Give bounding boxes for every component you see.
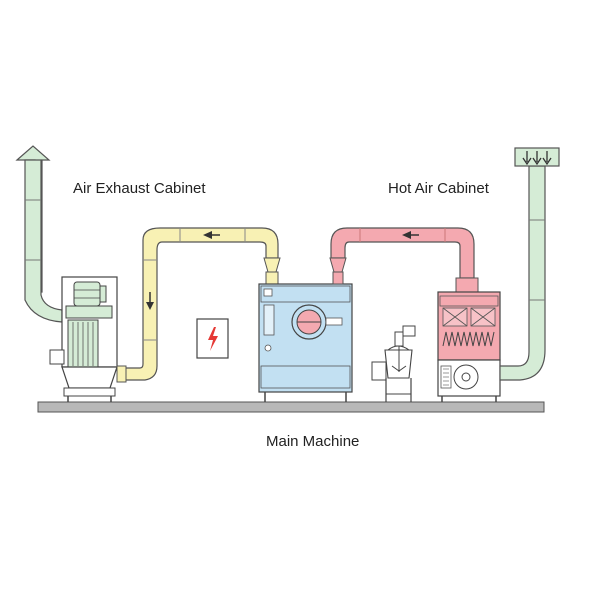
electric-hazard-icon <box>208 327 218 351</box>
down-arrow-icon <box>522 151 532 166</box>
air-exhaust-cabinet <box>49 276 118 402</box>
exhaust-duct <box>116 227 281 383</box>
main-machine-label: Main Machine <box>266 433 359 450</box>
hot-air-cabinet-label: Hot Air Cabinet <box>388 180 490 197</box>
fresh-air-intake <box>499 147 560 381</box>
exhaust-flow-arrow-left <box>203 231 212 239</box>
exhaust-fan-motor <box>73 281 101 307</box>
hot-air-flow-arrow-left <box>402 231 411 239</box>
air-exhaust-cabinet-label: Air Exhaust Cabinet <box>73 180 206 197</box>
spray-tank-unit <box>371 325 416 402</box>
exhaust-stack-pipe <box>24 159 63 323</box>
exhaust-flow-arrow-down <box>146 302 154 310</box>
hot-air-cabinet <box>437 291 501 402</box>
floor-base <box>37 401 545 413</box>
heater-coil <box>442 331 495 347</box>
main-machine <box>258 283 353 402</box>
exhaust-stack <box>15 145 63 323</box>
hot-air-duct <box>329 227 479 293</box>
electrical-panel <box>196 318 229 359</box>
